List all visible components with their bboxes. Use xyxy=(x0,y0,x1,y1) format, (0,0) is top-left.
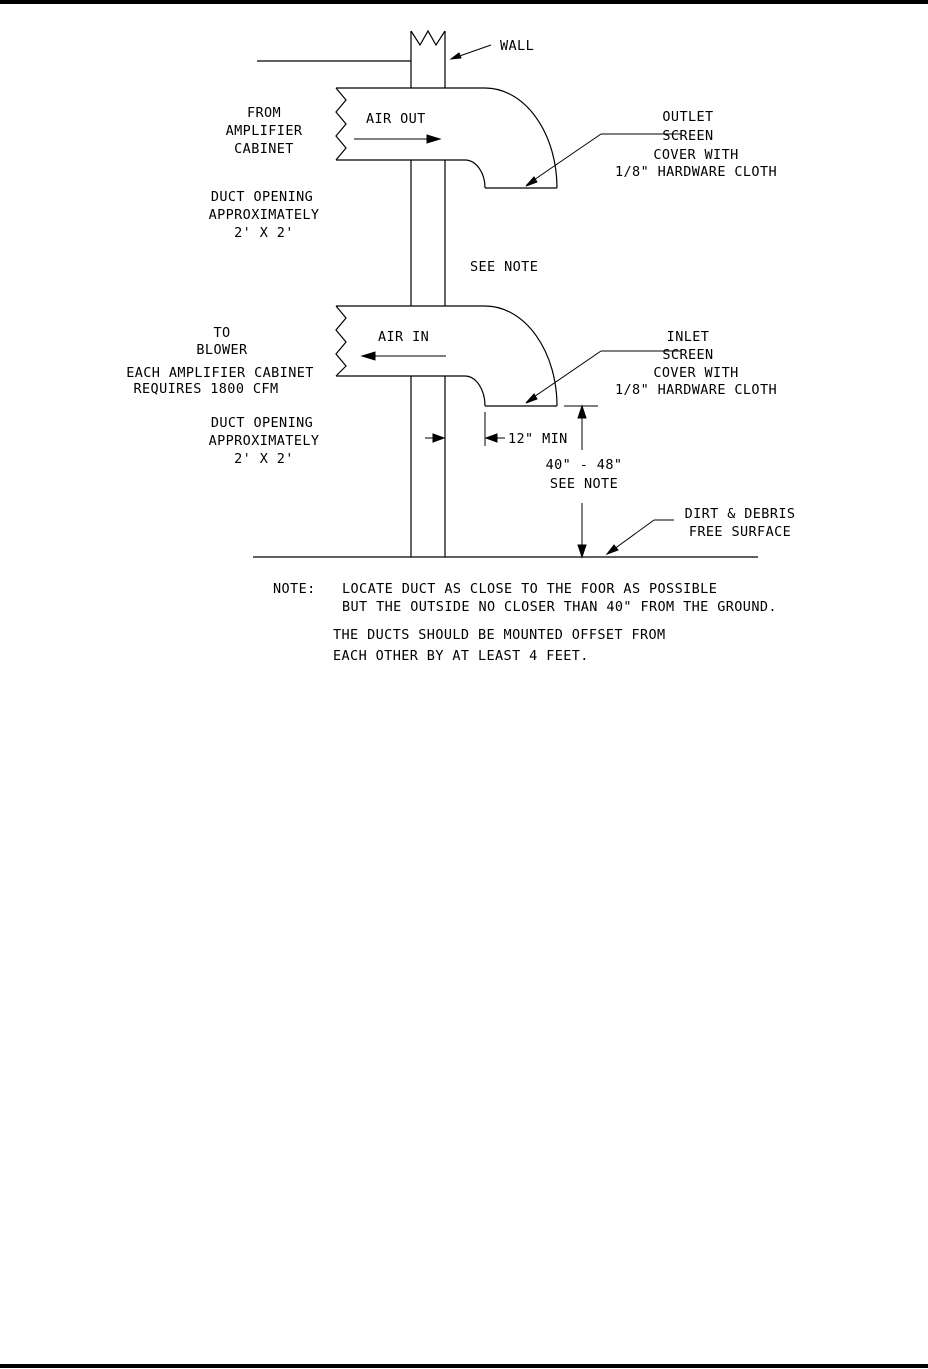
to-blower-line-1: TO xyxy=(213,325,230,341)
height-label-line-1: 40" - 48" xyxy=(546,457,623,473)
note-line-2: BUT THE OUTSIDE NO CLOSER THAN 40" FROM … xyxy=(342,599,777,615)
dirt-label-line-1: DIRT & DEBRIS xyxy=(685,506,796,522)
air-in-arrowhead xyxy=(360,351,376,361)
note-line-4: EACH OTHER BY AT LEAST 4 FEET. xyxy=(333,648,589,664)
inlet-leader-diagonal xyxy=(527,350,602,402)
note-line-3: THE DUCTS SHOULD BE MOUNTED OFFSET FROM xyxy=(333,627,666,643)
duct-opening-bottom-line-3: 2' X 2' xyxy=(234,451,294,467)
air-out-arrowhead xyxy=(426,134,442,144)
see-note-middle: SEE NOTE xyxy=(470,259,538,275)
dirt-label-line-2: FREE SURFACE xyxy=(689,524,791,540)
duct-opening-top-line-3: 2' X 2' xyxy=(234,225,294,241)
outlet-label-line-3: COVER WITH xyxy=(653,147,738,163)
outlet-duct-elbow-outer xyxy=(484,87,558,189)
height-lower-arrowhead xyxy=(577,544,587,559)
to-blower-line-2: BLOWER xyxy=(196,342,248,358)
min12-left-arrowhead xyxy=(432,433,446,443)
outlet-label-line-2: SCREEN xyxy=(662,128,713,144)
duct-opening-top-line-1: DUCT OPENING xyxy=(211,189,313,205)
inlet-duct-elbow-inner xyxy=(464,375,486,407)
height-label-line-2: SEE NOTE xyxy=(550,476,618,492)
inlet-duct-break xyxy=(335,305,347,377)
outlet-duct-elbow-inner xyxy=(464,159,486,189)
outlet-leader-diagonal xyxy=(527,133,602,185)
air-out-label: AIR OUT xyxy=(366,111,426,127)
outlet-label-line-4: 1/8" HARDWARE CLOTH xyxy=(615,164,777,180)
dirt-leader-diagonal xyxy=(609,519,655,553)
wall-break-symbol xyxy=(410,29,446,47)
duct-opening-bottom-line-1: DUCT OPENING xyxy=(211,415,313,431)
air-in-label: AIR IN xyxy=(378,329,429,345)
wall-label: WALL xyxy=(500,38,534,54)
min12-right-arrowhead xyxy=(484,433,498,443)
inlet-label-line-2: SCREEN xyxy=(662,347,713,363)
each-cabinet-line-1: EACH AMPLIFIER CABINET xyxy=(126,365,314,381)
wall-leader-arrowhead xyxy=(449,52,462,60)
outlet-leader-arrowhead xyxy=(525,176,538,187)
min12-label: 12" MIN xyxy=(508,431,568,447)
height-upper-arrowhead xyxy=(577,404,587,419)
from-label-line-1: FROM xyxy=(247,105,281,121)
duct-opening-top-line-2: APPROXIMATELY xyxy=(209,207,320,223)
outlet-duct-break xyxy=(335,87,347,161)
outlet-label-line-1: OUTLET xyxy=(662,109,713,125)
note-prefix: NOTE: xyxy=(273,581,316,597)
from-label-line-3: CABINET xyxy=(234,141,294,157)
duct-opening-bottom-line-2: APPROXIMATELY xyxy=(209,433,320,449)
inlet-label-line-1: INLET xyxy=(667,329,710,345)
note-line-1: LOCATE DUCT AS CLOSE TO THE FOOR AS POSS… xyxy=(342,581,717,597)
dirt-leader-arrowhead xyxy=(605,544,619,556)
each-cabinet-line-2: REQUIRES 1800 CFM xyxy=(134,381,279,397)
inlet-label-line-3: COVER WITH xyxy=(653,365,738,381)
inlet-duct-elbow-outer xyxy=(484,305,558,407)
from-label-line-2: AMPLIFIER xyxy=(226,123,303,139)
inlet-leader-arrowhead xyxy=(525,393,538,404)
inlet-label-line-4: 1/8" HARDWARE CLOTH xyxy=(615,382,777,398)
